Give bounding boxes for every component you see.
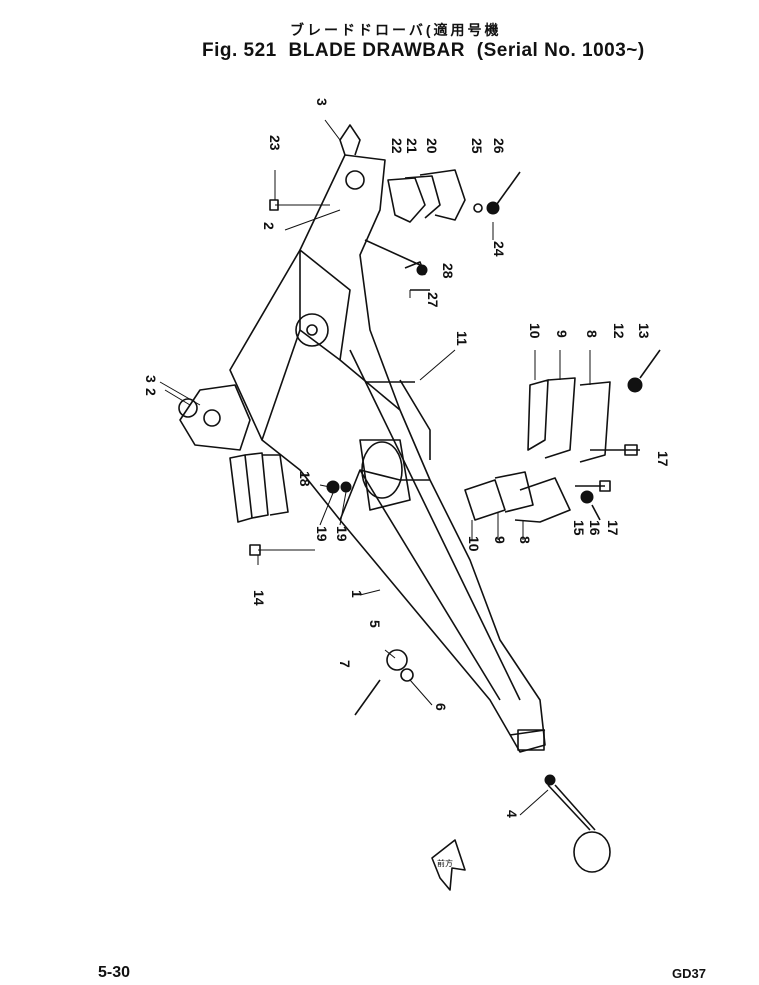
title-japanese: ブレードドローバ(適用号機 bbox=[290, 22, 502, 38]
figure-title: Fig. 521 BLADE DRAWBAR (Serial No. 1003~… bbox=[202, 40, 651, 62]
callout-16: 16 bbox=[587, 520, 603, 536]
callout-19a: 19 bbox=[314, 526, 330, 542]
callout-5: 5 bbox=[367, 620, 383, 628]
serial-range: (Serial No. 1003~) bbox=[476, 40, 645, 61]
callout-10a: 10 bbox=[527, 323, 543, 339]
callout-15: 15 bbox=[571, 520, 587, 536]
callout-3b: 3 bbox=[143, 375, 159, 383]
callout-4: 4 bbox=[504, 810, 520, 818]
callout-26: 26 bbox=[491, 138, 507, 154]
drawbar-frame bbox=[178, 124, 546, 753]
callout-17a: 17 bbox=[655, 451, 671, 467]
callout-2a: 2 bbox=[261, 222, 277, 230]
callout-22: 22 bbox=[389, 138, 405, 154]
callout-25: 25 bbox=[469, 138, 485, 154]
callout-2b: 2 bbox=[143, 388, 159, 396]
callout-20: 20 bbox=[424, 138, 440, 154]
right-shoe-group bbox=[527, 349, 661, 463]
callout-6: 6 bbox=[433, 703, 449, 711]
callout-19b: 19 bbox=[334, 526, 350, 542]
front-arrow-icon: 前方 bbox=[431, 839, 466, 891]
callout-24: 24 bbox=[491, 241, 507, 257]
page-number: 5-30 bbox=[98, 964, 131, 981]
callout-7: 7 bbox=[337, 660, 353, 668]
callout-23: 23 bbox=[267, 135, 283, 151]
callout-11: 11 bbox=[454, 331, 470, 346]
figure-number: Fig. 521 bbox=[202, 40, 277, 61]
callout-27: 27 bbox=[425, 292, 441, 308]
callout-17b: 17 bbox=[605, 520, 621, 536]
callout-18: 18 bbox=[297, 471, 313, 487]
callout-12: 12 bbox=[611, 323, 627, 339]
model-code: GD37 bbox=[672, 966, 706, 981]
middle-shoe-group bbox=[464, 471, 611, 523]
figure-name: BLADE DRAWBAR bbox=[288, 40, 465, 61]
callout-21: 21 bbox=[404, 138, 420, 154]
callout-13: 13 bbox=[636, 323, 652, 339]
callout-1: 1 bbox=[349, 590, 365, 598]
callout-9b: 9 bbox=[492, 536, 508, 544]
callout-labels: 3 23 22 21 20 25 26 2 24 28 27 10 9 8 12… bbox=[143, 98, 671, 818]
callout-9a: 9 bbox=[554, 330, 570, 338]
upper-shoe-group bbox=[269, 169, 521, 291]
left-shoe-group bbox=[229, 452, 352, 556]
callout-14: 14 bbox=[251, 590, 267, 606]
front-arrow-text: 前方 bbox=[437, 858, 453, 868]
callout-8a: 8 bbox=[584, 330, 600, 338]
callout-28: 28 bbox=[440, 263, 456, 279]
callout-10b: 10 bbox=[466, 536, 482, 552]
pin-washer-group bbox=[354, 649, 414, 716]
callout-8b: 8 bbox=[517, 536, 533, 544]
ball-joint-group bbox=[544, 774, 611, 873]
callout-3a: 3 bbox=[314, 98, 330, 106]
leader-lines bbox=[159, 119, 591, 816]
